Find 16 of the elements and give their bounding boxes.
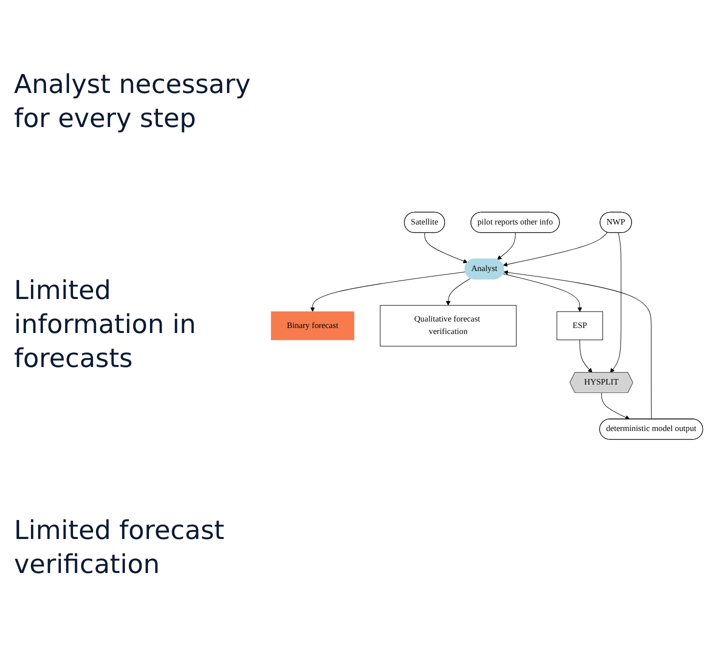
arrow bbox=[496, 232, 516, 260]
arrow bbox=[502, 270, 652, 420]
arrow bbox=[600, 393, 630, 420]
node-box: ESP bbox=[556, 312, 602, 340]
note-text: Limited forecast verification bbox=[14, 515, 226, 582]
arrow bbox=[610, 232, 621, 374]
arrow bbox=[424, 232, 468, 264]
arrow bbox=[502, 274, 582, 312]
note-text: Analyst necessary for every step bbox=[14, 69, 252, 136]
note-text: Limited information in forecasts bbox=[14, 275, 198, 376]
arrow bbox=[445, 278, 470, 306]
arrow bbox=[502, 232, 608, 267]
node-box: Binary forecast bbox=[270, 312, 354, 340]
arrow bbox=[579, 340, 592, 374]
node-box: Qualitative forecast verification bbox=[379, 305, 516, 347]
arrow bbox=[310, 272, 466, 312]
